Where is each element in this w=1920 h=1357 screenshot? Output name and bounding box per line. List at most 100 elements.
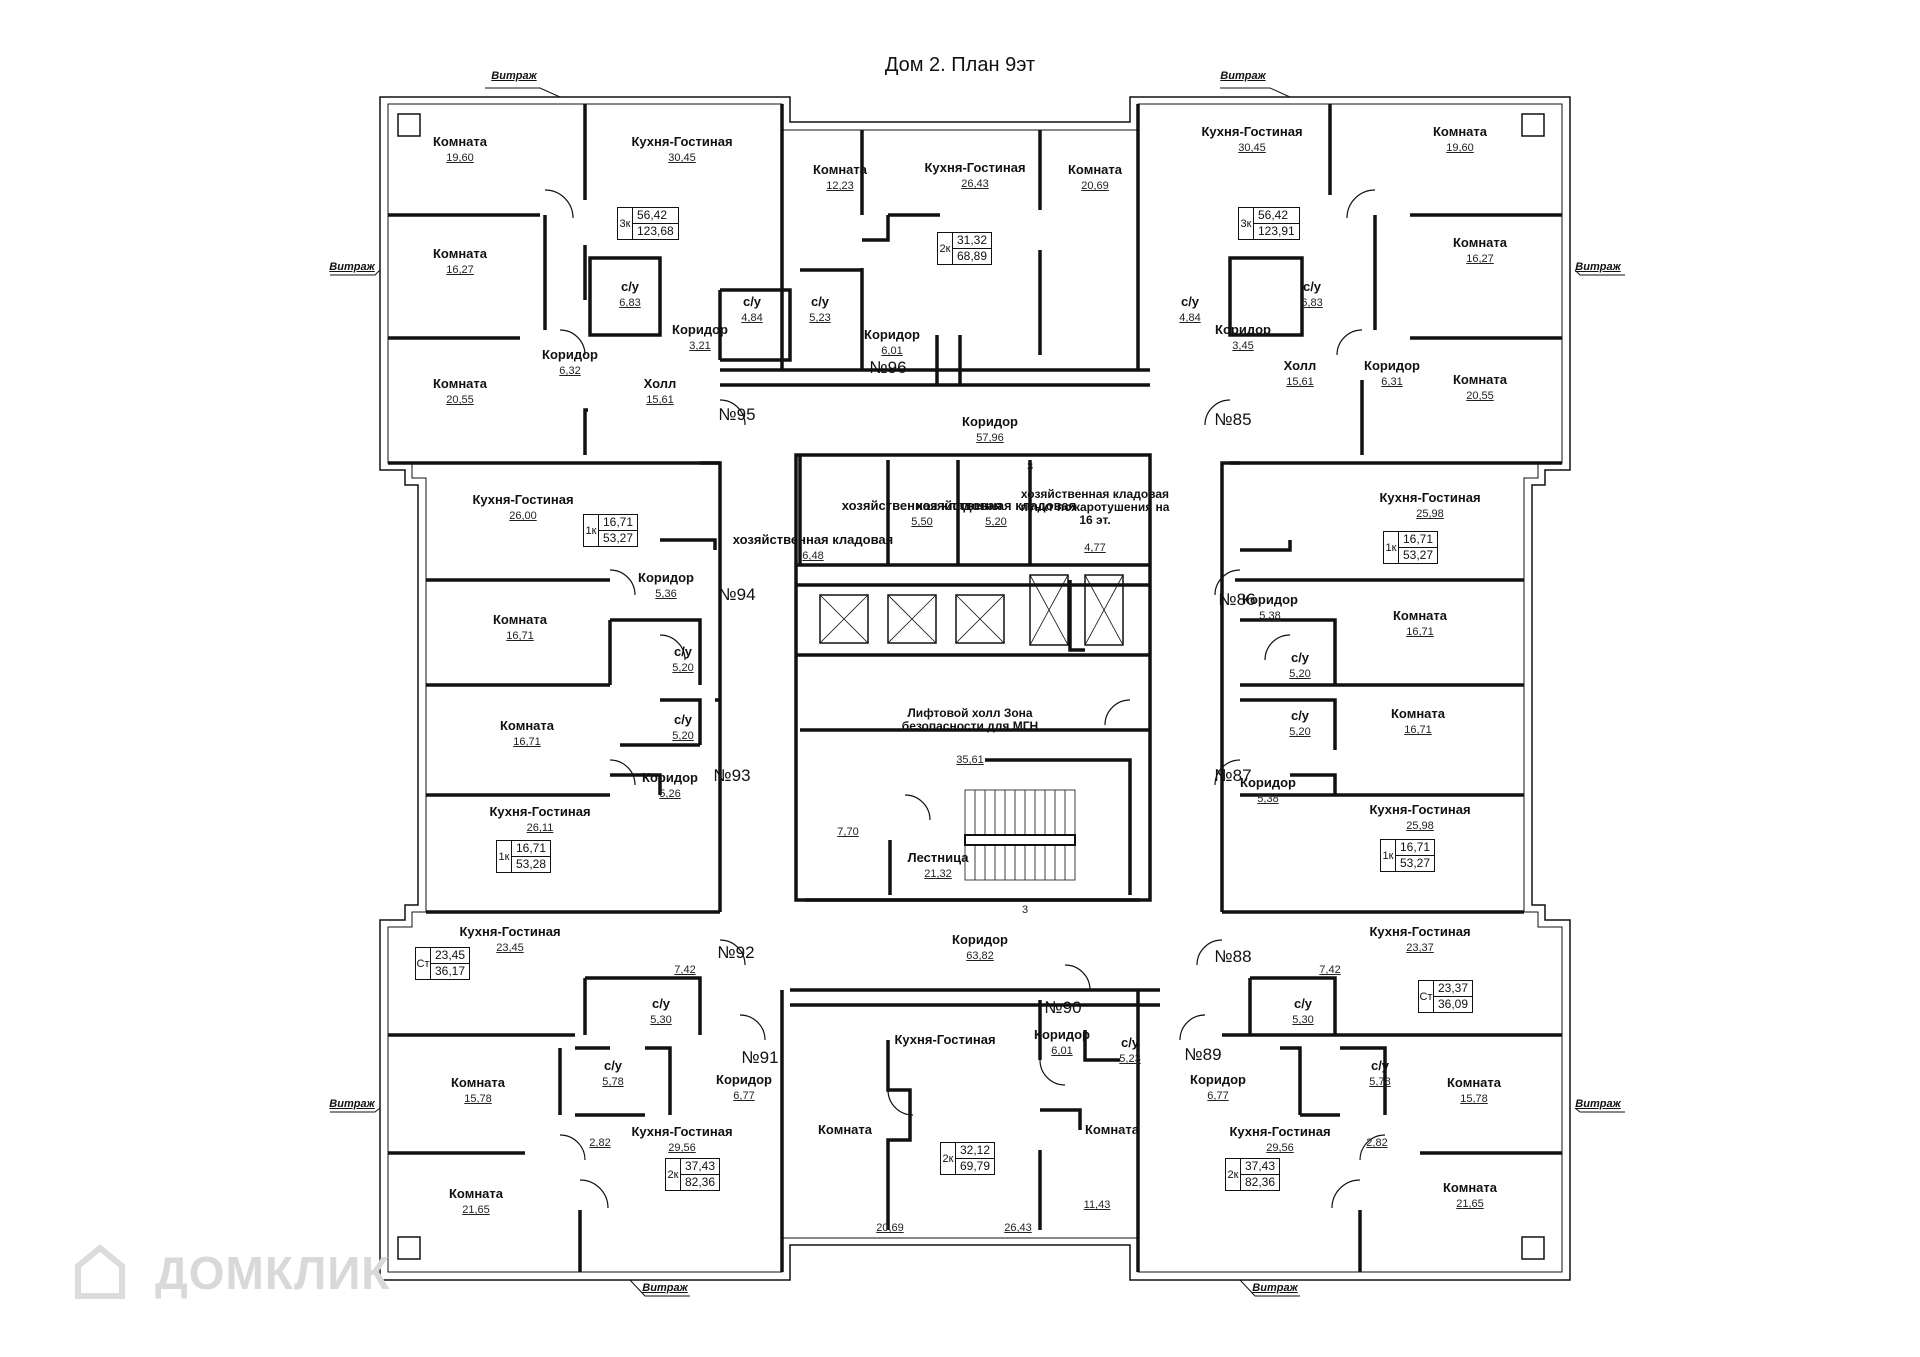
total-area: 36,17 bbox=[435, 964, 466, 978]
room-name: с/у bbox=[1290, 707, 1310, 723]
living-area: 23,37 bbox=[1434, 981, 1473, 997]
room-area: 5,30 bbox=[1292, 1014, 1314, 1026]
vitrazh-label: Витраж bbox=[1575, 1098, 1621, 1110]
window-marker-ne bbox=[1521, 113, 1545, 137]
room-name: Коридор bbox=[716, 1071, 772, 1087]
apartment-type: Ст bbox=[416, 948, 431, 979]
room-name: Коридор bbox=[864, 326, 920, 342]
window-marker-nw bbox=[397, 113, 421, 137]
room-area: 4,84 bbox=[741, 312, 763, 324]
room-name: Коридор bbox=[638, 569, 694, 585]
room-name: Комната bbox=[1433, 123, 1487, 139]
room-name: Холл bbox=[643, 375, 677, 391]
living-area: 16,71 bbox=[512, 841, 551, 857]
living-area: 56,42 bbox=[633, 208, 678, 224]
vitrazh-label: Витраж bbox=[329, 261, 375, 273]
room-area: 19,60 bbox=[1446, 142, 1474, 154]
vitrazh-label: Витраж bbox=[491, 70, 537, 82]
living-area: 31,32 bbox=[953, 233, 992, 249]
room-area: 30,45 bbox=[1238, 142, 1266, 154]
corridor-mark: 3 bbox=[1021, 904, 1029, 916]
room-area: 6,77 bbox=[1207, 1090, 1229, 1102]
room-name: с/у bbox=[620, 278, 640, 294]
room-area: 2,82 bbox=[589, 1137, 611, 1149]
room-name: Коридор bbox=[1190, 1071, 1246, 1087]
room-name: с/у bbox=[1120, 1034, 1140, 1050]
elevator-3 bbox=[955, 594, 1005, 644]
room-name: Комната bbox=[1447, 1074, 1501, 1090]
room-name: Кухня-Гостиная bbox=[924, 159, 1026, 175]
room-area: 2,82 bbox=[1366, 1137, 1388, 1149]
room-name: Комната bbox=[813, 161, 867, 177]
apartment-number: №93 bbox=[713, 766, 751, 785]
room-name: с/у bbox=[742, 293, 762, 309]
living-area: 37,43 bbox=[681, 1159, 720, 1175]
room-area: 11,43 bbox=[1083, 1199, 1111, 1211]
room-area: 5,20 bbox=[1289, 668, 1311, 680]
room-name: с/у bbox=[1180, 293, 1200, 309]
vitrazh-label: Витраж bbox=[329, 1098, 375, 1110]
total-area: 123,68 bbox=[637, 224, 674, 238]
domclick-logo-icon bbox=[75, 1244, 125, 1299]
room-area: 7,42 bbox=[1319, 964, 1341, 976]
room-name: Комната bbox=[1085, 1121, 1139, 1137]
room-name: Кухня-Гостиная bbox=[631, 133, 733, 149]
room-name: Кухня-Гостиная bbox=[472, 491, 574, 507]
elevator-2 bbox=[887, 594, 937, 644]
room-area: 5,20 bbox=[1289, 726, 1311, 738]
apartment-number: №89 bbox=[1184, 1045, 1222, 1064]
room-area: 5,50 bbox=[911, 516, 933, 528]
room-area: 6,83 bbox=[1301, 297, 1323, 309]
room-name: хозяйственная кладовая пункт пожаротушен… bbox=[1020, 487, 1170, 528]
vitrazh-label: Витраж bbox=[1220, 70, 1266, 82]
living-area: 37,43 bbox=[1241, 1159, 1280, 1175]
elevator-4 bbox=[1029, 574, 1069, 646]
vitrazh-label: Витраж bbox=[1575, 261, 1621, 273]
apartment-number: №94 bbox=[718, 585, 756, 604]
living-area: 16,71 bbox=[599, 515, 638, 531]
room-area: 5,23 bbox=[1119, 1053, 1141, 1065]
living-area: 16,71 bbox=[1399, 532, 1438, 548]
room-area: 6,32 bbox=[559, 365, 581, 377]
room-area: 20,55 bbox=[446, 394, 474, 406]
room-area: 7,70 bbox=[837, 826, 859, 838]
room-area: 26,43 bbox=[1004, 1222, 1032, 1234]
room-name: Кухня-Гостиная bbox=[1369, 923, 1471, 939]
room-name: Коридор bbox=[1215, 321, 1271, 337]
apartment-number: №95 bbox=[718, 405, 756, 424]
room-area: 6,01 bbox=[1051, 1045, 1073, 1057]
apartment-type: 2к bbox=[938, 233, 953, 264]
room-area: 6,83 bbox=[619, 297, 641, 309]
room-area: 3,21 bbox=[689, 340, 711, 352]
room-area: 20,69 bbox=[1081, 180, 1109, 192]
room-name: Коридор bbox=[952, 931, 1008, 947]
total-area: 68,89 bbox=[957, 249, 988, 263]
room-name: Комната bbox=[493, 611, 547, 627]
plan-title: Дом 2. План 9эт bbox=[884, 54, 1036, 76]
apartment-number: №96 bbox=[869, 358, 907, 377]
room-name: хозяйственная кладовая bbox=[732, 531, 894, 547]
room-area: 6,01 bbox=[881, 345, 903, 357]
room-name: Коридор bbox=[1034, 1026, 1090, 1042]
room-name: Комната bbox=[1453, 371, 1507, 387]
room-area: 12,23 bbox=[826, 180, 854, 192]
elevator-5 bbox=[1084, 574, 1124, 646]
room-area: 7,42 bbox=[674, 964, 696, 976]
room-name: с/у bbox=[1293, 995, 1313, 1011]
room-name: Лифтовой холл Зона безопасности для МГН bbox=[901, 705, 1039, 733]
room-name: Коридор bbox=[1242, 591, 1298, 607]
room-area: 26,11 bbox=[526, 822, 554, 834]
room-area: 30,45 bbox=[668, 152, 696, 164]
room-name: Коридор bbox=[542, 346, 598, 362]
room-name: хозяйственная кладовая bbox=[915, 497, 1077, 513]
room-area: 6,31 bbox=[1381, 376, 1403, 388]
room-area: 4,77 bbox=[1084, 542, 1106, 554]
